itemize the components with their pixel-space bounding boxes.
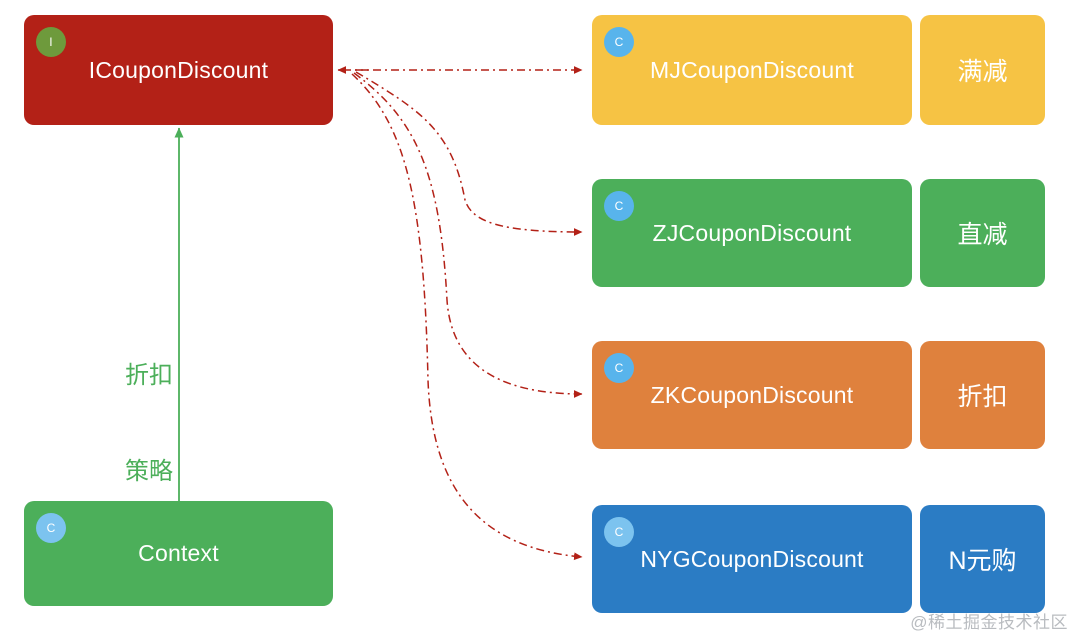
class-badge-icon: C <box>604 353 634 383</box>
node-mjcoupondiscount[interactable]: C MJCouponDiscount <box>592 15 912 125</box>
node-nygcoupondiscount[interactable]: C NYGCouponDiscount <box>592 505 912 613</box>
node-zjcoupondiscount-label: ZJCouponDiscount <box>652 219 852 246</box>
class-badge-icon: C <box>604 517 634 547</box>
tag-mjcoupondiscount[interactable]: 满减 <box>920 15 1045 125</box>
edge-realization-nyg <box>351 73 583 561</box>
tag-zjcoupondiscount[interactable]: 直减 <box>920 179 1045 287</box>
tag-zkcoupondiscount[interactable]: 折扣 <box>920 341 1045 449</box>
node-zkcoupondiscount[interactable]: C ZKCouponDiscount <box>592 341 912 449</box>
node-icoupondiscount[interactable]: I ICouponDiscount <box>24 15 333 125</box>
tag-mjcoupondiscount-label: 满减 <box>957 58 1008 86</box>
node-zkcoupondiscount-label: ZKCouponDiscount <box>650 381 854 408</box>
edge-realization-zj <box>355 71 583 236</box>
tag-nygcoupondiscount[interactable]: N元购 <box>920 505 1045 613</box>
node-icoupondiscount-label: ICouponDiscount <box>88 56 269 83</box>
watermark: @稀土掘金技术社区 <box>910 613 1068 632</box>
tag-nygcoupondiscount-label: N元购 <box>948 547 1017 575</box>
node-nygcoupondiscount-label: NYGCouponDiscount <box>640 545 864 572</box>
tag-zkcoupondiscount-label: 折扣 <box>957 383 1008 411</box>
class-badge-icon: C <box>36 513 66 543</box>
edge-label-discount-strategy: 折扣 策略 <box>118 296 180 551</box>
node-mjcoupondiscount-label: MJCouponDiscount <box>650 56 854 83</box>
node-zjcoupondiscount[interactable]: C ZJCouponDiscount <box>592 179 912 287</box>
interface-badge-icon: I <box>36 27 66 57</box>
class-badge-icon: C <box>604 191 634 221</box>
edge-label-line-2: 策略 <box>125 457 173 485</box>
class-badge-icon: C <box>604 27 634 57</box>
edge-label-line-1: 折扣 <box>125 361 173 389</box>
edge-realization-zk <box>353 72 583 398</box>
tag-zjcoupondiscount-label: 直减 <box>957 221 1008 249</box>
